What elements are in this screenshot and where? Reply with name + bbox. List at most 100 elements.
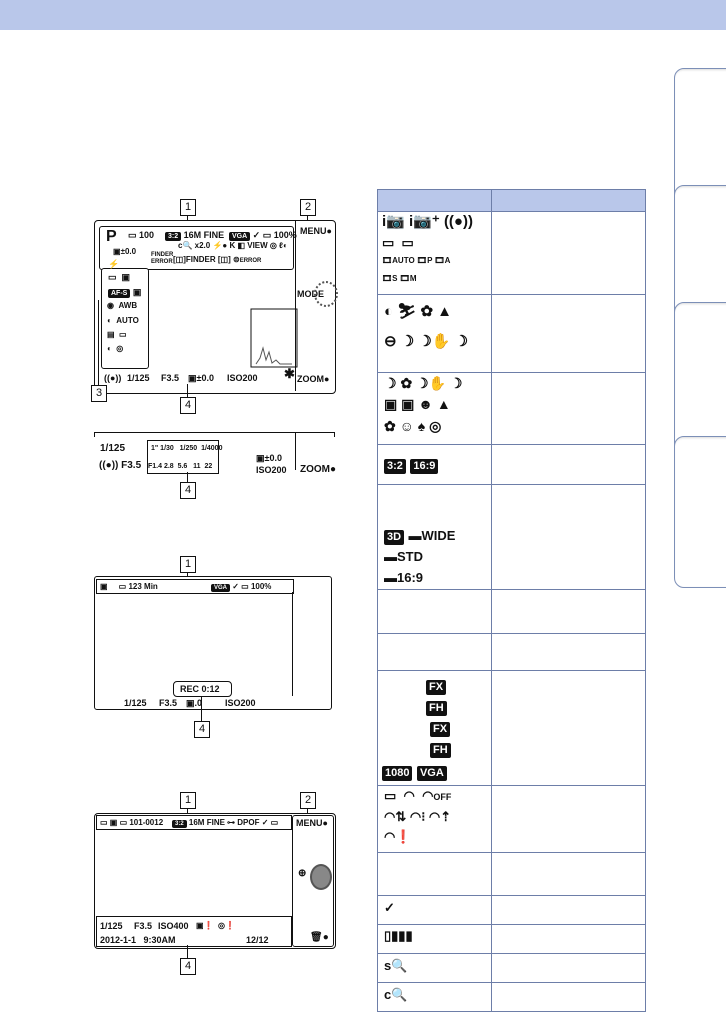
mode-letter: P — [106, 228, 117, 245]
table-row: ◐ ⛷ ✿ ▲ ⊖ ☽ ☽✋ ☽ — [377, 294, 646, 373]
drive-icon: ▭ ▣ — [108, 272, 131, 282]
callout-4: 4 — [180, 397, 196, 414]
table-row: ▭ ◠ ◠OFF ◠⇅ ◠⁝ ◠⇡ ◠❗ — [377, 785, 646, 853]
s3-ev: ▣.0 — [186, 698, 203, 708]
panorama-icon: ▭ ▭ — [382, 235, 414, 250]
s4-warn-icons: ▣❗ ◎❗ — [196, 921, 235, 930]
af-icon: AF-S ▣ — [108, 287, 141, 298]
s2-aperture: ((●)) F3.5 — [99, 460, 142, 471]
s3-iso: ISO200 — [225, 698, 256, 708]
table-row: c🔍 — [377, 982, 646, 1012]
zoom-indicator: c🔍 x2.0 ⚡● K ◧ VIEW ◎ ℓ◐ — [178, 241, 288, 250]
steady-icon: ((●)) — [104, 373, 122, 383]
top-info-box — [99, 226, 294, 270]
s2-callout-4: 4 — [180, 482, 196, 499]
table-row: s🔍 — [377, 953, 646, 983]
top-aspect: 3:2 16M FINE — [165, 230, 224, 241]
s3-rec-box — [173, 681, 232, 697]
clear-image-zoom-icon: c🔍 — [384, 987, 408, 1002]
s2-aperture-scale: F1.4 2.8 5.6 11 22 — [148, 463, 213, 470]
table-row: FX FH FX FH 1080 VGA — [377, 670, 646, 786]
s3-vga: VGA ✓ ▭ 100% — [211, 582, 271, 592]
table-row: i📷 i📷⁺ ((●)) ▭ ▭ 🎞AUTO 🎞P 🎞A 🎞S 🎞M — [377, 211, 646, 295]
s4-top-box — [96, 815, 292, 830]
wifi-icons-3: ◠❗ — [384, 829, 412, 844]
flash-icon: ⚡ — [108, 259, 120, 269]
top-vga: VGA ✓ ▭ 100% — [229, 230, 297, 241]
movie-mode-icons-2: 🎞S 🎞M — [382, 274, 417, 283]
smart-zoom-icon: s🔍 — [384, 958, 408, 973]
s4-date: 2012-1-1 9:30AM — [100, 935, 176, 945]
steadyshot-icon: ✓ — [384, 900, 395, 915]
table-row: 3:2 16:9 — [377, 444, 646, 485]
scene-icons-3: ☽ ✿ ☽✋ ☽ — [384, 375, 463, 391]
s4-control-wheel[interactable] — [310, 864, 332, 890]
left-info-box — [101, 268, 149, 369]
s2-scale-box — [147, 440, 219, 474]
mode-button[interactable]: MODE — [297, 289, 324, 299]
button-divider — [295, 221, 296, 391]
s3-shutter: 1/125 — [124, 698, 147, 708]
dro-icon: ◐ ◎ — [107, 344, 124, 353]
movie-size-1080-vga: 1080 VGA — [382, 763, 447, 781]
movie-size-fh: FH — [426, 698, 447, 716]
s2-ev: ▣±0.0 — [256, 453, 282, 463]
s4-zoom-plus-icon[interactable]: ⊕ — [298, 868, 307, 879]
top-storage: ▭ 100 — [128, 230, 155, 240]
s3-top-box — [96, 579, 294, 594]
threed-icons-2: ▬STD — [384, 549, 423, 564]
s3-movie-icon: ▣ ▭ 123 Min — [100, 582, 158, 591]
iso-auto-icon: ◐ AUTO — [107, 316, 139, 325]
s3-callout-1: 1 — [180, 556, 196, 573]
histogram — [250, 308, 298, 368]
s4-shutter: 1/125 — [100, 921, 123, 931]
threed-icons-3: ▬16:9 — [384, 570, 424, 585]
table-row — [377, 589, 646, 634]
s4-trash-icon[interactable]: 🗑● — [310, 932, 329, 943]
s3-aperture: F3.5 — [159, 698, 178, 708]
side-tab-3[interactable] — [674, 302, 726, 454]
callout-1: 1 — [180, 199, 196, 216]
bottom-iso: ISO200 — [227, 373, 258, 383]
s4-menu[interactable]: MENU● — [296, 818, 328, 828]
zoom-button[interactable]: ZOOM● — [297, 374, 330, 384]
control-wheel[interactable] — [314, 281, 338, 307]
scene-icons-1: ◐ ⛷ ✿ ▲ — [384, 303, 453, 320]
menu-button[interactable]: MENU● — [300, 226, 332, 236]
wifi-icons-1: ▭ ◠ ◠OFF — [384, 788, 452, 803]
table-row: 3D ▬WIDE ▬STD ▬16:9 — [377, 484, 646, 590]
s4-folder: ▭ ▣ ▭ 101-0012 — [100, 818, 164, 827]
s4-dpof: ⊶ DPOF ✓ ▭ — [227, 818, 279, 827]
table-row — [377, 633, 646, 671]
s4-count: 12/12 — [246, 935, 269, 945]
s2-iso: ISO200 — [256, 465, 287, 475]
battery-icon: ▯▮▮▮ — [384, 928, 413, 943]
s4-callout-2: 2 — [300, 792, 316, 809]
s2-zoom: ZOOM● — [300, 464, 337, 475]
bottom-shutter: 1/125 — [127, 373, 150, 383]
s4-quality: 3:2 16M FINE — [172, 818, 225, 828]
awb-icon: ◉ AWB — [107, 301, 138, 310]
metering-icon: ▤ ▭ — [107, 330, 127, 339]
table-row: ☽ ✿ ☽✋ ☽ ▣ ▣ ☻ ▲ ✿ ☺ ♠ ◎ — [377, 372, 646, 445]
side-tab-4[interactable] — [674, 436, 726, 588]
movie-size-fh-2: FH — [430, 740, 451, 758]
scene-icons-2: ⊖ ☽ ☽✋ ☽ — [384, 333, 469, 350]
table-row — [377, 852, 646, 896]
ael-icon: ✱ — [284, 366, 295, 381]
intelligent-auto-icon: i📷 i📷⁺ ((●)) — [382, 213, 473, 230]
s2-shutter: 1/125 — [100, 443, 126, 454]
s4-bottom-box — [96, 916, 292, 947]
finder-label: [◫]FINDER [◫] ⊜ERROR — [173, 255, 262, 264]
callout-3: 3 — [91, 385, 107, 402]
s3-callout-4: 4 — [194, 721, 210, 738]
bottom-aperture: F3.5 — [161, 373, 180, 383]
s4-iso: ISO400 — [158, 921, 189, 931]
wifi-icons-2: ◠⇅ ◠⁝ ◠⇡ — [384, 809, 452, 824]
finder-error: FINDER ERROR — [151, 252, 174, 265]
table-header-meaning — [491, 189, 646, 212]
s2-shutter-scale: 1" 1/30 1/250 1/4000 — [151, 445, 223, 452]
table-header-indicator — [377, 189, 492, 212]
aspect-icons: 3:2 16:9 — [384, 456, 439, 474]
movie-mode-icons-1: 🎞AUTO 🎞P 🎞A — [382, 256, 451, 265]
